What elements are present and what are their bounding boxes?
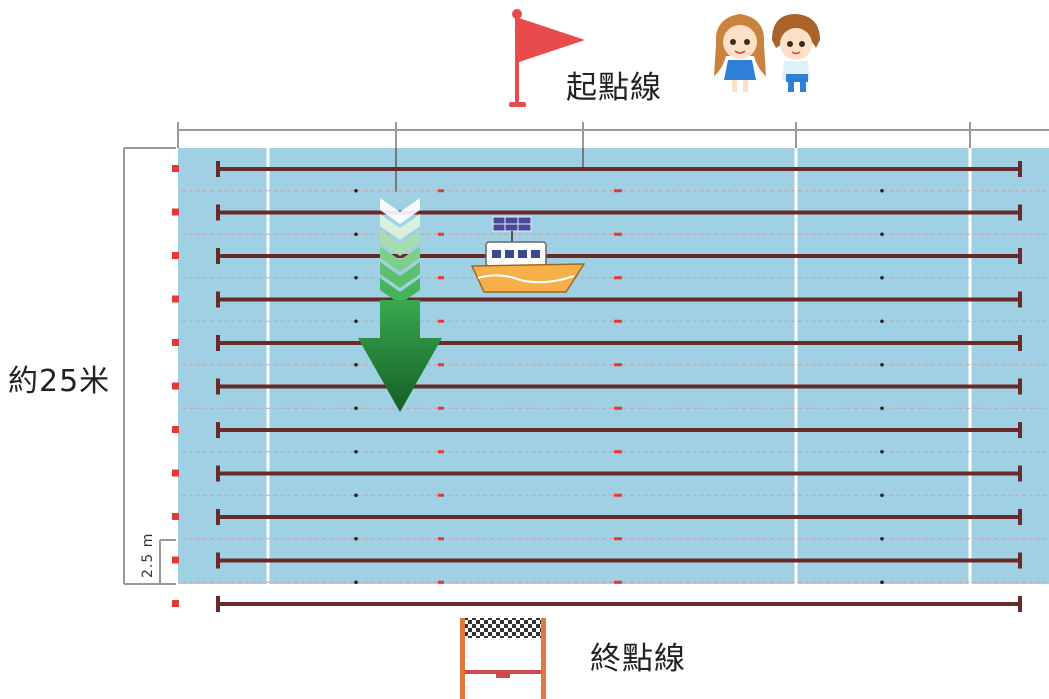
side-marker xyxy=(172,469,179,477)
side-marker xyxy=(172,295,179,303)
lane-dot xyxy=(354,275,358,280)
side-marker xyxy=(172,339,179,346)
start-flag-icon xyxy=(509,9,585,107)
side-marker xyxy=(172,513,179,520)
lane-mark xyxy=(614,406,622,410)
lane-dot xyxy=(880,536,884,541)
lane-dot xyxy=(354,232,358,237)
lane-dot xyxy=(880,362,884,367)
start-line-label: 起點線 xyxy=(566,70,662,106)
lane-dot xyxy=(354,493,358,498)
lane-mark xyxy=(614,493,622,497)
side-marker xyxy=(172,252,179,259)
side-marker xyxy=(172,382,179,390)
lane-mark xyxy=(614,580,622,584)
lane-dot xyxy=(880,406,884,411)
lane-mark xyxy=(614,189,622,193)
finish-gate-icon xyxy=(460,618,546,699)
lane-dot xyxy=(354,188,358,193)
lane-width-label: 2.5 m xyxy=(140,532,156,578)
lane-mark xyxy=(438,537,444,541)
lane-mark xyxy=(614,450,622,454)
lane-mark xyxy=(614,537,622,541)
lane-dot xyxy=(354,449,358,454)
lane-mark xyxy=(438,450,444,454)
lane-dot xyxy=(880,232,884,237)
pool-vertical-lines xyxy=(266,148,972,594)
lane-dot xyxy=(880,580,884,585)
lane-dot xyxy=(354,536,358,541)
side-marker xyxy=(172,426,179,433)
lane-mark xyxy=(614,232,622,236)
lane-dot xyxy=(354,362,358,367)
lane-dot xyxy=(354,580,358,585)
side-marker xyxy=(172,600,179,607)
lane-mark xyxy=(438,363,444,367)
lane-dot xyxy=(880,493,884,498)
lane-mark xyxy=(438,406,444,410)
side-markers xyxy=(172,165,179,607)
lane-dot xyxy=(354,406,358,411)
lane-mark xyxy=(438,189,444,193)
pool-water xyxy=(178,148,1049,584)
lane-mark xyxy=(438,319,444,323)
side-marker xyxy=(172,208,179,216)
pool-length-label: 約25米 xyxy=(8,364,111,399)
lane-mark xyxy=(438,580,444,584)
lane-mark xyxy=(614,319,622,323)
side-marker xyxy=(172,165,179,172)
kids-icon xyxy=(714,14,820,92)
solar-boat-icon xyxy=(470,216,586,293)
lane-mark xyxy=(614,276,622,280)
direction-arrow-icon xyxy=(358,198,442,412)
finish-line-label: 終點線 xyxy=(590,641,686,677)
lane-dot xyxy=(880,449,884,454)
lane-ropes xyxy=(182,161,1049,612)
lane-mark xyxy=(614,363,622,367)
lane-dot xyxy=(880,319,884,324)
lane-mark xyxy=(438,493,444,497)
side-marker xyxy=(172,556,179,564)
lane-mark xyxy=(438,276,444,280)
lane-mark xyxy=(438,232,444,236)
lane-dot xyxy=(880,188,884,193)
lane-dot xyxy=(354,319,358,324)
lane-dot xyxy=(880,275,884,280)
left-dimension-line xyxy=(123,147,176,585)
